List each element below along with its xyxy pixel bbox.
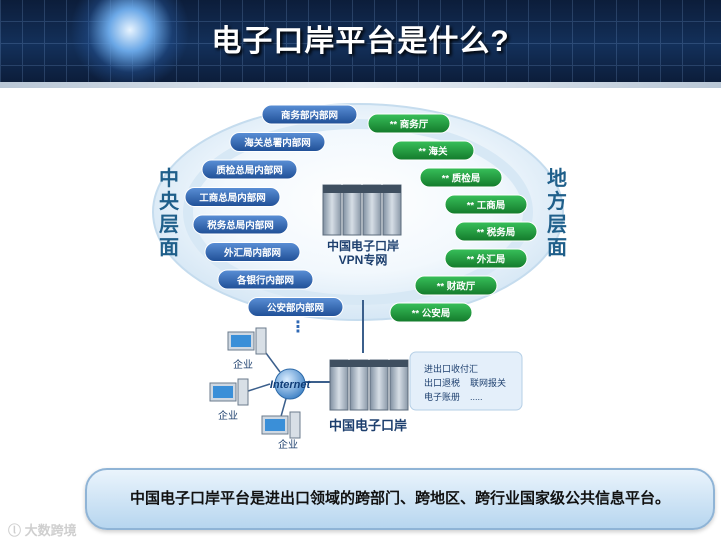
local-node-label: ** 外汇局 bbox=[467, 254, 506, 266]
hub-label: 中国电子口岸 bbox=[329, 418, 407, 433]
local-node-label: ** 海关 bbox=[418, 146, 448, 158]
server-unit bbox=[350, 360, 368, 410]
screen bbox=[213, 386, 233, 398]
tower-icon bbox=[238, 379, 248, 405]
service-item: 联网报关 bbox=[470, 377, 506, 388]
central-node-label: 税务总局内部网 bbox=[207, 220, 274, 232]
central-node-label: 海关总署内部网 bbox=[244, 137, 311, 149]
local-node-label: ** 财政厅 bbox=[437, 281, 476, 293]
server-unit bbox=[390, 360, 408, 410]
central-node-label: 质检总局内部网 bbox=[216, 165, 283, 177]
enterprise-computer-3 bbox=[262, 412, 300, 438]
enterprise-link bbox=[245, 384, 270, 392]
enterprise-label: 企业 bbox=[278, 438, 298, 451]
watermark-text: 大数跨境 bbox=[25, 523, 77, 538]
tower-icon bbox=[290, 412, 300, 438]
central-node-label: 商务部内部网 bbox=[281, 110, 338, 122]
summary-banner: 中国电子口岸平台是进出口领域的跨部门、跨地区、跨行业国家级公共信息平台。 bbox=[85, 468, 715, 530]
server-unit bbox=[330, 360, 348, 410]
service-item: 电子账册 bbox=[424, 391, 460, 402]
central-node-label: 外汇局内部网 bbox=[223, 247, 281, 259]
internet-label: Internet bbox=[270, 379, 312, 391]
local-level-text: 地方层面 bbox=[547, 168, 567, 259]
tower-icon bbox=[256, 328, 266, 354]
local-node-label: ** 质检局 bbox=[442, 173, 481, 185]
enterprise-label: 企业 bbox=[233, 358, 253, 371]
service-item: 进出口收付汇 bbox=[424, 363, 478, 374]
central-node-label: 公安部内部网 bbox=[267, 302, 324, 314]
enterprise-computer-1 bbox=[228, 328, 266, 354]
server-unit bbox=[370, 360, 388, 410]
central-level-text: 中央层面 bbox=[159, 168, 179, 259]
watermark: ⓛ 大数跨境 bbox=[8, 520, 77, 539]
central-node-label: 各银行内部网 bbox=[236, 275, 294, 287]
central-ellipsis: ⋮ bbox=[290, 319, 306, 336]
central-level-label: 中央层面 bbox=[157, 168, 181, 260]
local-node-label: ** 商务厅 bbox=[390, 119, 429, 131]
vpn-label-line2: VPN专网 bbox=[339, 252, 388, 267]
watermark-logo-icon: ⓛ bbox=[8, 523, 21, 538]
local-level-label: 地方层面 bbox=[545, 168, 569, 260]
summary-text: 中国电子口岸平台是进出口领域的跨部门、跨地区、跨行业国家级公共信息平台。 bbox=[87, 470, 713, 528]
local-node-label: ** 工商局 bbox=[467, 200, 506, 212]
server-top bbox=[330, 360, 408, 367]
local-node-label: ** 公安局 bbox=[412, 308, 451, 320]
central-node-label: 工商总局内部网 bbox=[199, 192, 266, 204]
screen bbox=[265, 419, 285, 431]
screen bbox=[231, 335, 251, 347]
hub-server-rack bbox=[330, 360, 408, 410]
vpn-label-line1: 中国电子口岸 bbox=[327, 238, 399, 253]
enterprise-computer-2 bbox=[210, 379, 248, 405]
service-item: ..... bbox=[470, 392, 483, 402]
service-item: 出口退税 bbox=[424, 377, 460, 388]
enterprise-label: 企业 bbox=[218, 409, 238, 422]
server-top bbox=[323, 185, 401, 193]
local-node-label: ** 税务局 bbox=[477, 227, 516, 239]
